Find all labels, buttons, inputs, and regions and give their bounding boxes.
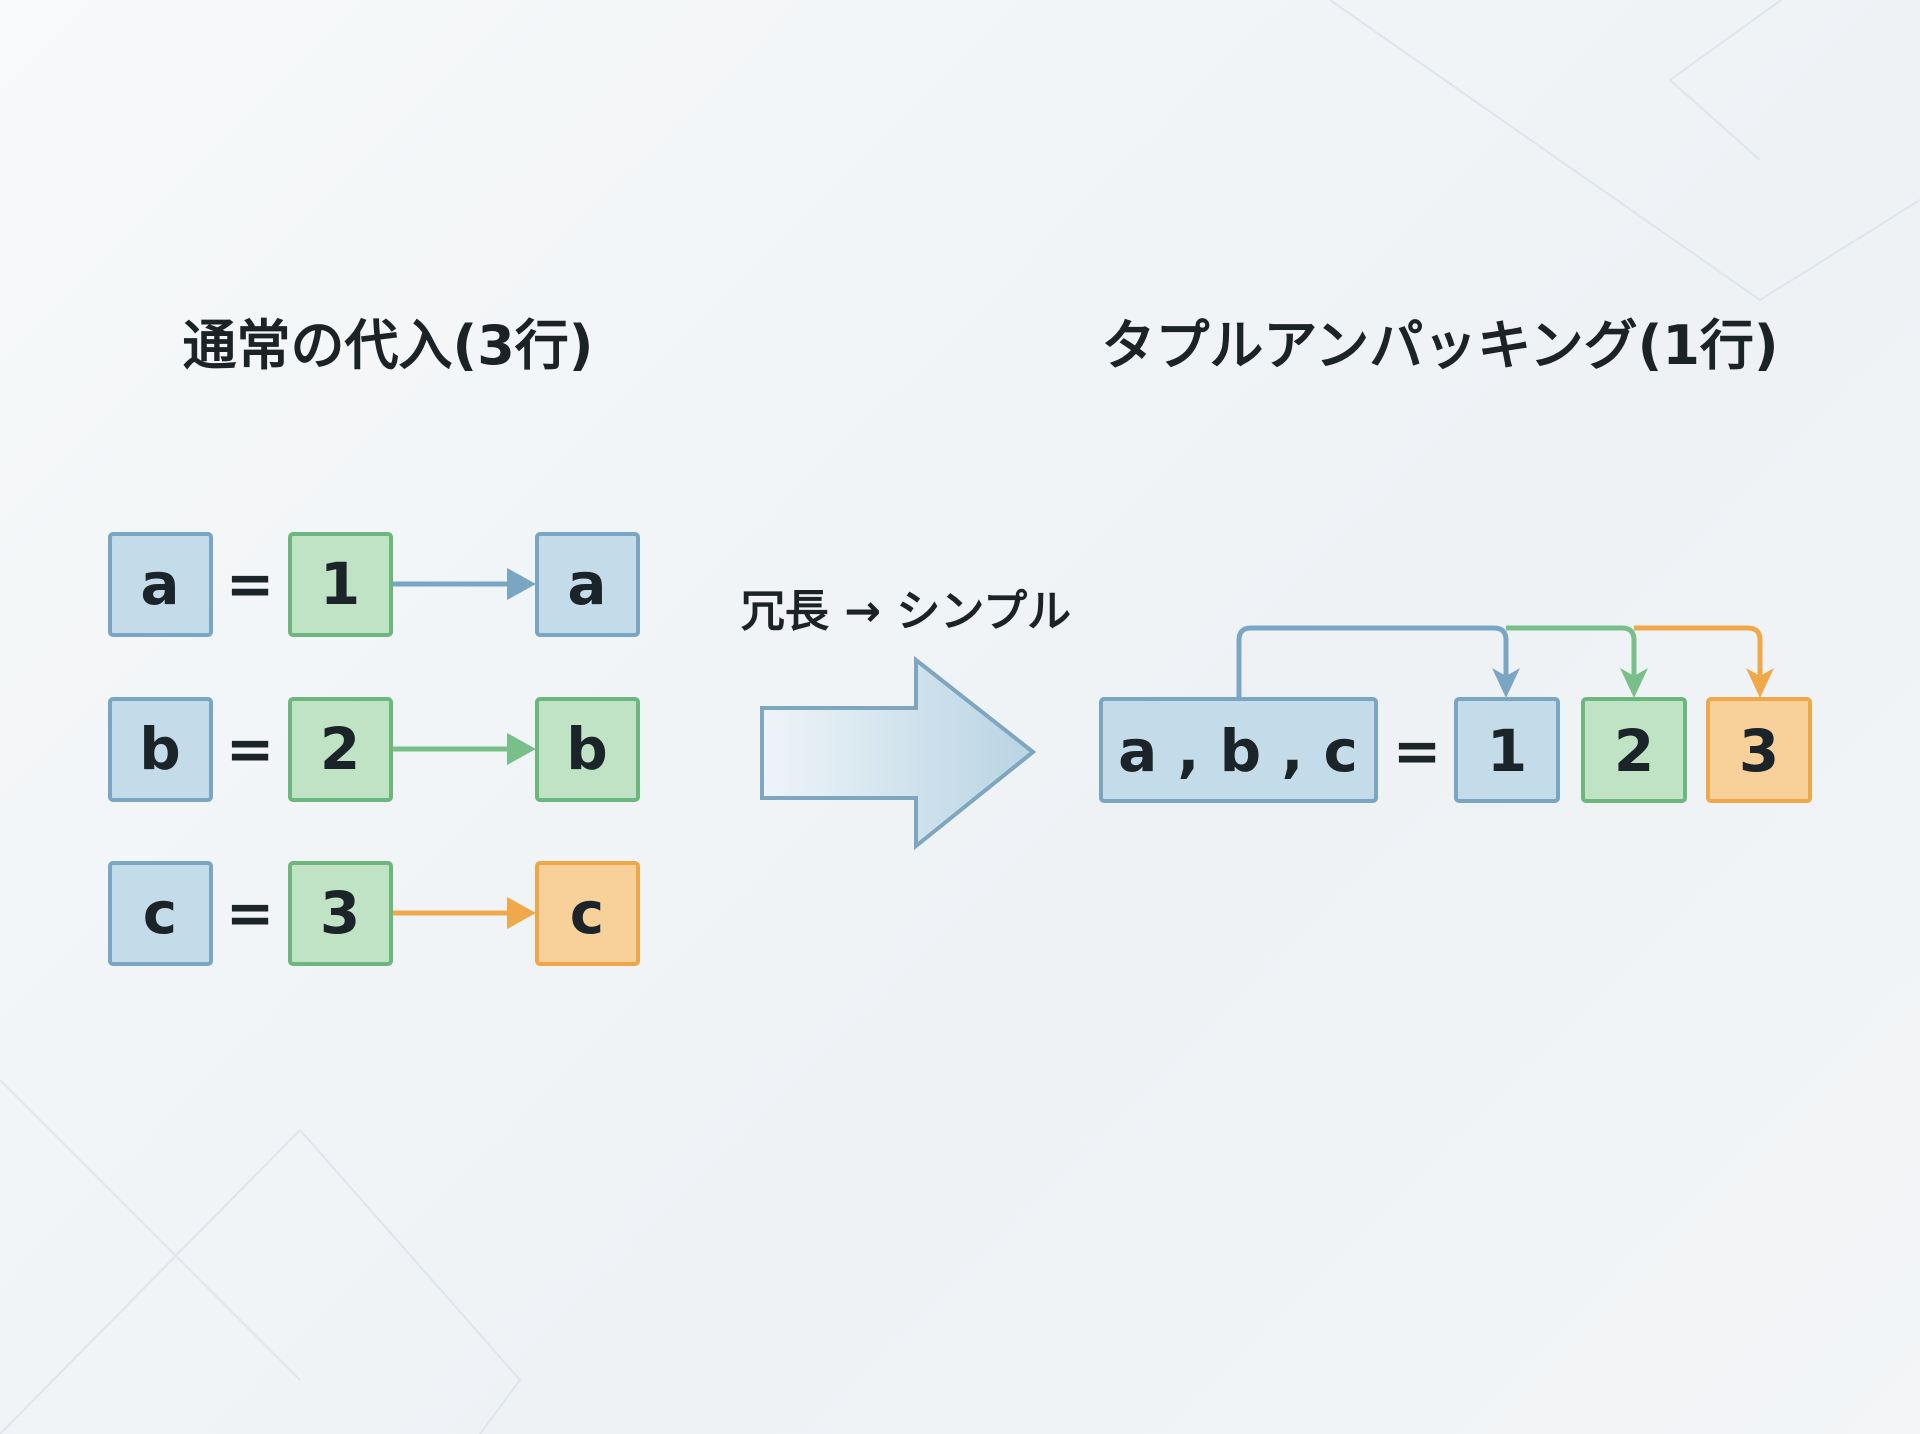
var-label: b xyxy=(139,715,181,783)
target-box xyxy=(535,861,640,966)
arrow-head-icon xyxy=(507,733,536,765)
equals-sign: = xyxy=(226,715,275,783)
big-right-arrow-icon xyxy=(760,655,1037,851)
value-box xyxy=(288,861,393,966)
var-label: c xyxy=(143,879,177,947)
arrow-head-icon xyxy=(507,897,536,929)
tuple-vars-label: a , b , c xyxy=(1118,717,1358,785)
value-box xyxy=(288,697,393,802)
value-label: 3 xyxy=(320,879,360,947)
equals-sign: = xyxy=(226,879,275,947)
value-label: 2 xyxy=(320,715,360,783)
value-label-2: 2 xyxy=(1614,717,1654,785)
left-title: 通常の代入(3行) xyxy=(183,314,594,377)
arrow-head-icon xyxy=(507,568,536,600)
target-label: a xyxy=(567,550,606,618)
var-label: a xyxy=(140,550,179,618)
equals-sign: = xyxy=(226,550,275,618)
target-label: b xyxy=(566,715,608,783)
value-box-1 xyxy=(1454,697,1560,803)
value-box xyxy=(288,532,393,637)
arrow-down-icon xyxy=(1620,668,1648,698)
value-box-2 xyxy=(1581,697,1687,803)
arrow-down-icon xyxy=(1746,668,1774,698)
row-a: a = 1 a xyxy=(108,532,640,637)
row-b: b = 2 b xyxy=(108,697,640,802)
target-box xyxy=(535,532,640,637)
row-c: c = 3 c xyxy=(108,861,640,966)
tuple-vars-box xyxy=(1099,697,1378,803)
var-box xyxy=(108,861,213,966)
target-label: c xyxy=(570,879,604,947)
right-title: タプルアンパッキング(1行) xyxy=(1101,314,1778,377)
value-box-3 xyxy=(1706,697,1812,803)
transition-caption: 冗長 → シンプル xyxy=(741,586,1071,637)
value-label-3: 3 xyxy=(1739,717,1779,785)
var-box xyxy=(108,532,213,637)
value-label: 1 xyxy=(320,550,360,618)
var-box xyxy=(108,697,213,802)
arrow-down-icon xyxy=(1492,668,1520,698)
unpacking-connectors xyxy=(1236,625,1763,699)
equals-sign: = xyxy=(1393,717,1442,785)
target-box xyxy=(535,697,640,802)
value-label-1: 1 xyxy=(1487,717,1527,785)
